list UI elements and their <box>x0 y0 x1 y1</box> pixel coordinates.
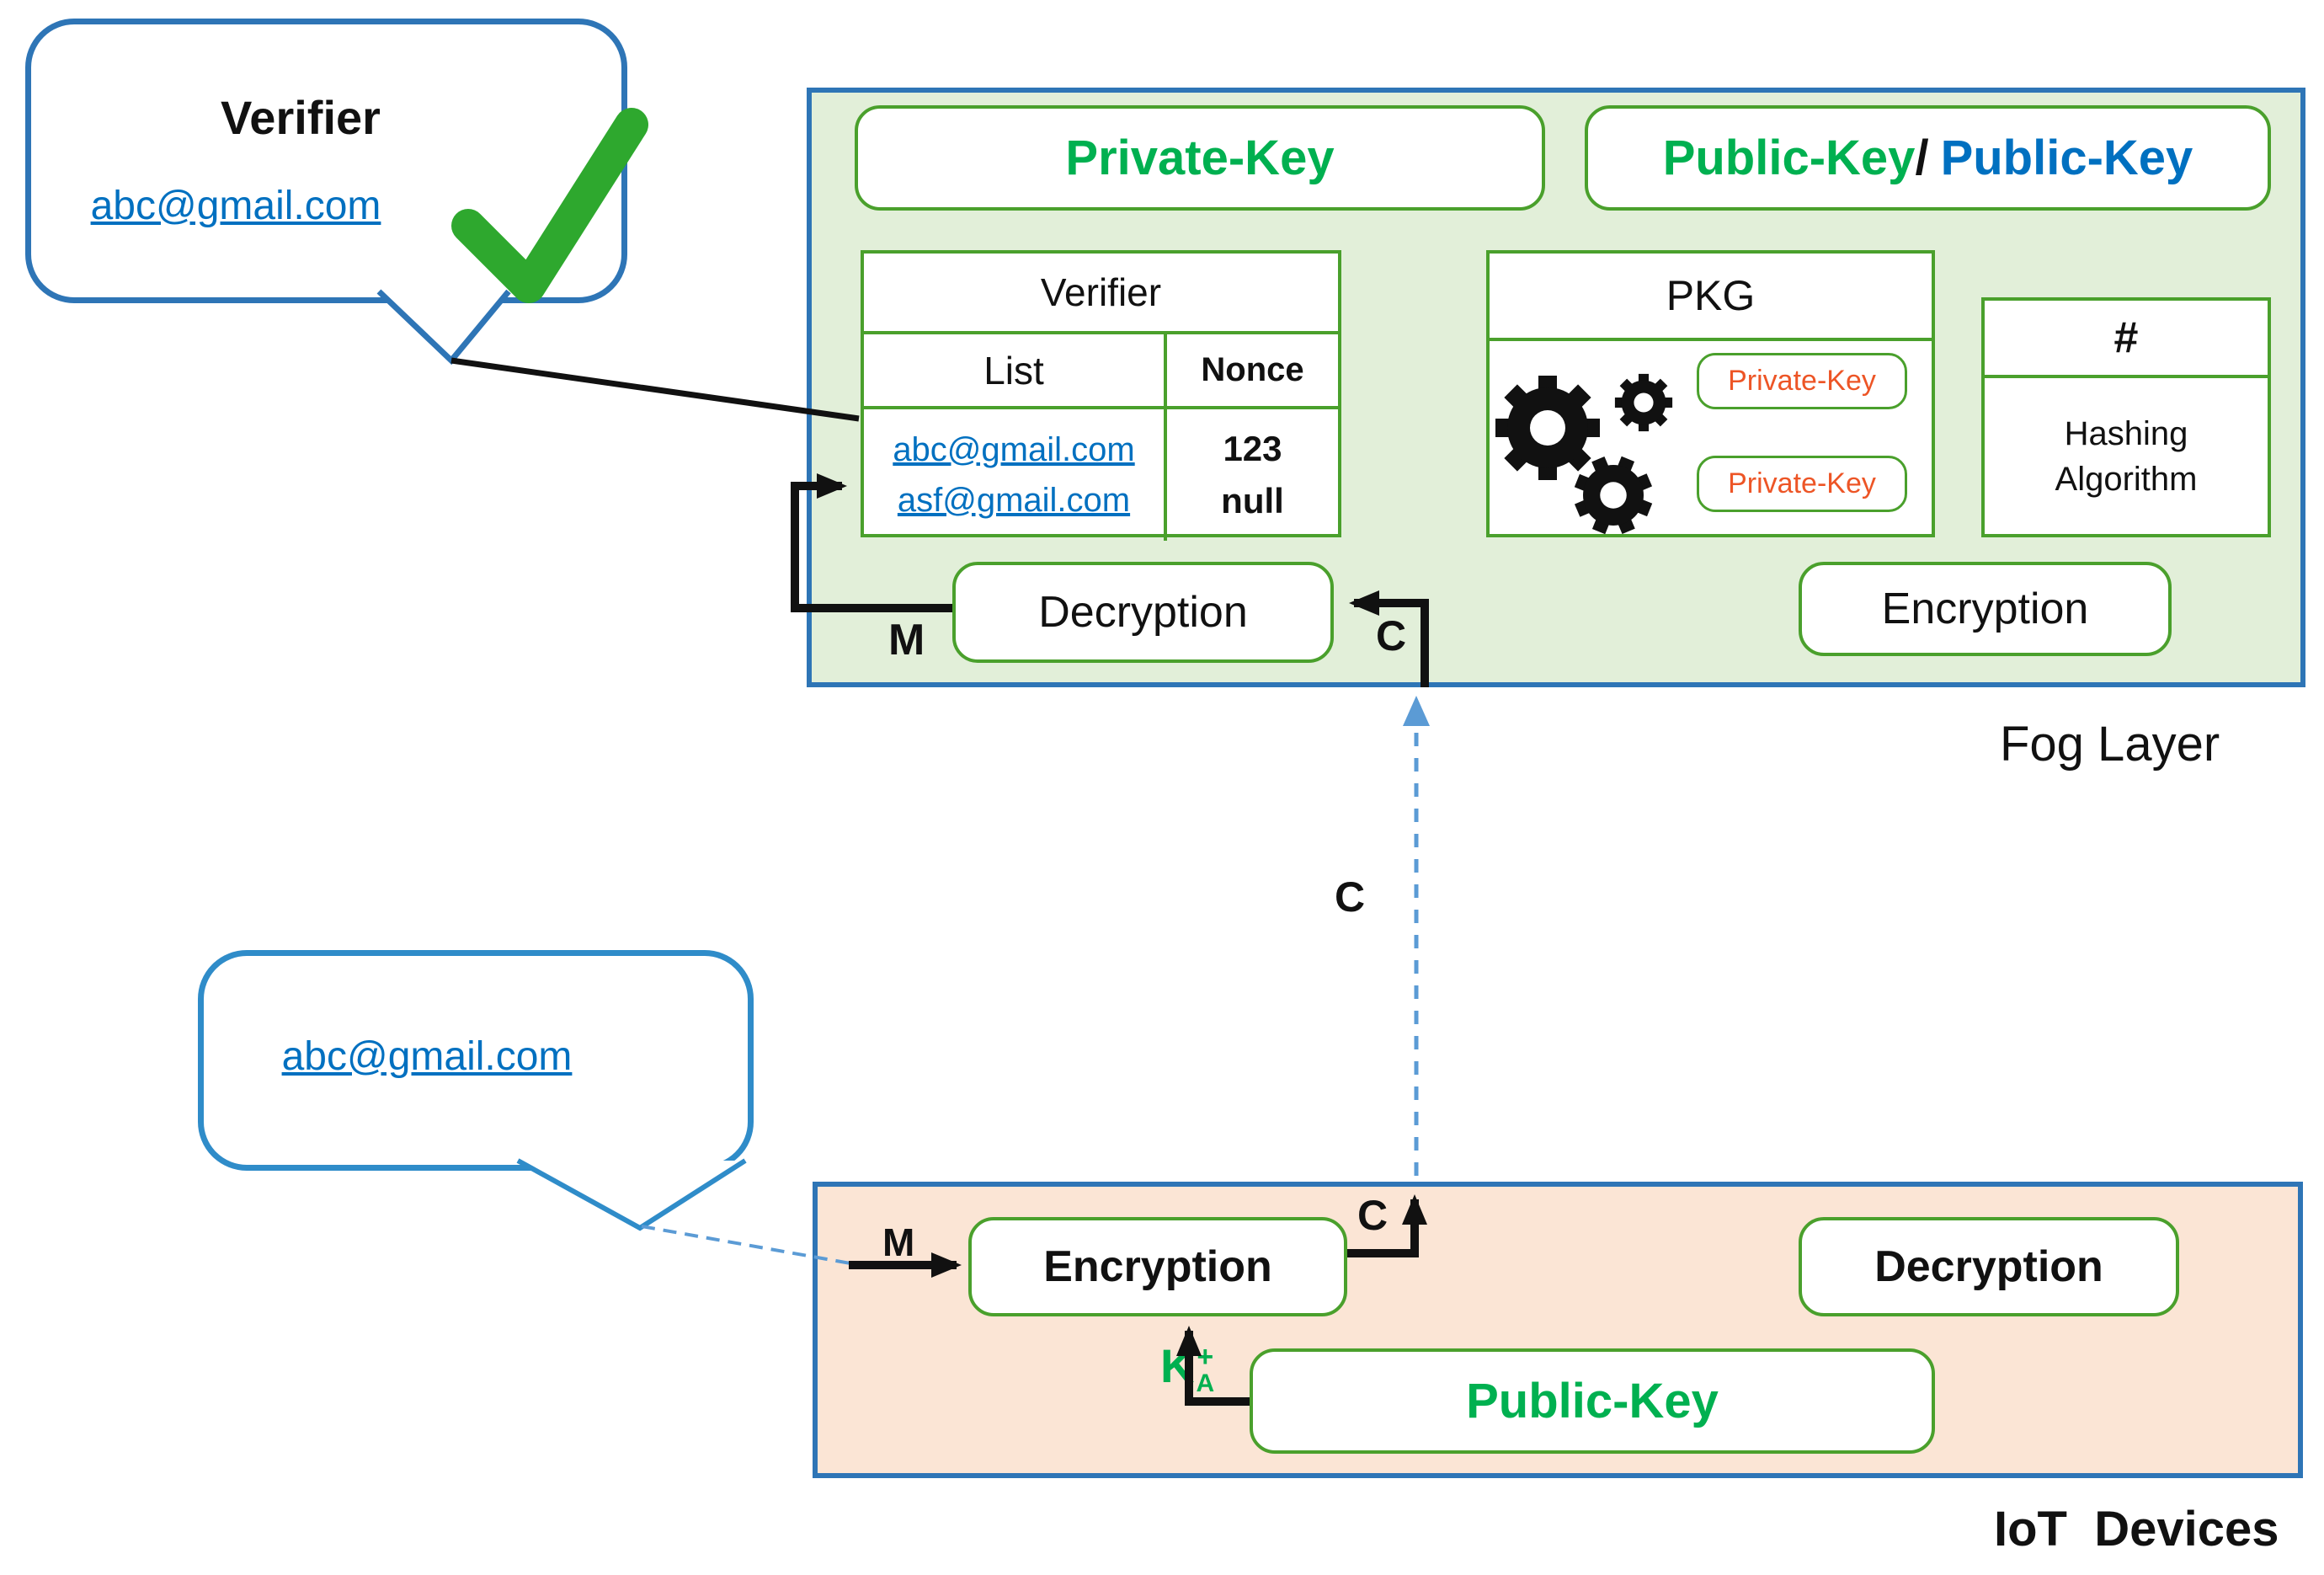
ka-subscript: A <box>1196 1369 1215 1397</box>
pkg-private-key-label-2: Private-Key <box>1728 467 1876 499</box>
fog-private-key-header-label: Private-Key <box>1065 131 1335 185</box>
pkg-private-key-label-1: Private-Key <box>1728 365 1876 397</box>
iot-decryption-box: Decryption <box>1799 1217 2179 1316</box>
iot-public-key-box: Public-Key <box>1250 1348 1935 1454</box>
fog-decryption-box: Decryption <box>952 562 1334 663</box>
channel-c-label: C <box>1335 873 1366 921</box>
pkg-private-key-pill-2: Private-Key <box>1697 456 1907 512</box>
fog-public-key-blue-label: Public-Key <box>1940 131 2193 185</box>
verifier-link-line <box>450 357 860 422</box>
fog-encryption-label: Encryption <box>1881 585 2089 633</box>
iot-decryption-label: Decryption <box>1874 1242 2103 1291</box>
iot-public-key-symbol: K + A <box>1160 1343 1214 1396</box>
iot-public-key-label: Public-Key <box>1466 1374 1719 1428</box>
verifier-table-email-1: abc@gmail.com <box>893 431 1135 468</box>
iot-devices-caption: IoT Devices <box>1994 1502 2279 1556</box>
sender-bubble-tail <box>516 1158 747 1231</box>
fog-decryption-label: Decryption <box>1038 588 1248 637</box>
verifier-bubble: Verifier abc@gmail.com <box>25 19 627 303</box>
verifier-table-nonce-2: null <box>1221 481 1284 521</box>
hashing-algorithm-label: Hashing Algorithm <box>2055 414 2198 498</box>
fog-encryption-box: Encryption <box>1799 562 2172 656</box>
sender-bubble: abc@gmail.com <box>198 950 754 1171</box>
fog-public-key-header: Public-Key/Public-Key <box>1585 105 2271 211</box>
fog-public-key-green-label: Public-Key <box>1662 131 1916 185</box>
iot-encryption-box: Encryption <box>968 1217 1347 1316</box>
hash-symbol: # <box>1985 301 2268 378</box>
verifier-table-list-header: List <box>864 334 1167 406</box>
verifier-table-nonce-1: 123 <box>1223 428 1282 468</box>
pkg-title: PKG <box>1490 254 1932 341</box>
fog-public-key-slash: / <box>1915 131 1929 185</box>
fog-m-label: M <box>888 616 925 665</box>
fog-private-key-header: Private-Key <box>855 105 1545 211</box>
verifier-table-email-2: asf@gmail.com <box>897 482 1131 519</box>
verifier-table-nonce-header: Nonce <box>1201 351 1304 388</box>
verifier-table: Verifier List Nonce abc@gmail.com asf@gm… <box>861 250 1341 541</box>
verifier-table-email-cell: abc@gmail.com asf@gmail.com <box>864 409 1167 541</box>
verifier-table-nonce-cell: 123 null <box>1167 409 1338 541</box>
hashing-box: # Hashing Algorithm <box>1981 297 2271 537</box>
verifier-bubble-email: abc@gmail.com <box>90 184 381 228</box>
ka-letter: K <box>1160 1339 1195 1392</box>
verifier-table-title: Verifier <box>864 254 1338 334</box>
iot-m-label: M <box>882 1220 915 1264</box>
fog-layer-caption: Fog Layer <box>2000 717 2220 771</box>
sender-bubble-email: abc@gmail.com <box>281 1034 573 1079</box>
iot-encryption-label: Encryption <box>1043 1242 1272 1291</box>
verifier-bubble-title: Verifier <box>221 91 381 144</box>
fog-c-label: C <box>1376 612 1407 659</box>
pkg-private-key-pill-1: Private-Key <box>1697 353 1907 409</box>
iot-c-label: C <box>1357 1192 1389 1239</box>
ka-plus: + <box>1197 1341 1214 1373</box>
